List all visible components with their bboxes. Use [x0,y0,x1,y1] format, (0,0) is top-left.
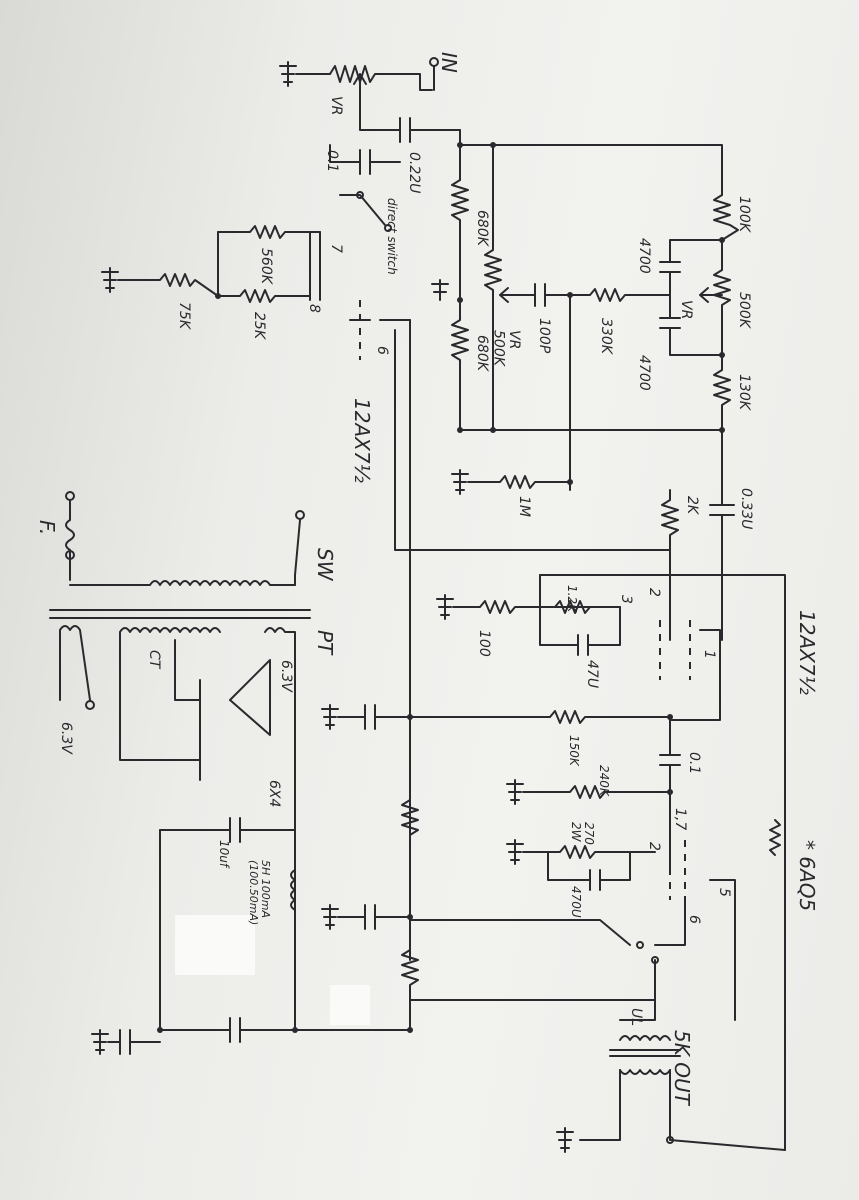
label-cap-022u: 0.22U [406,152,422,193]
label-v63-a: 6.3V [278,660,294,693]
label-pin6b: 6 [686,915,702,924]
power-supply [49,491,656,1055]
label-vr-tone: VR [678,300,694,319]
label-vr500k: 500K [736,292,752,330]
stage2-input [436,439,786,1151]
label-fuse: F. [35,520,59,535]
label-sw: SW [313,548,337,582]
label-tube3: * 6AQ5 [795,840,819,911]
label-c47u: 47U [584,660,600,688]
label-rect: 6X4 [266,780,282,807]
label-r25k: 25K [251,312,267,341]
power-jack-icon [65,491,75,501]
label-tube1: 12AX7½ [350,398,374,484]
label-c4700-b: 4700 [636,355,652,391]
label-direct-switch: direct switch [385,198,399,275]
label-ct: CT [146,650,162,670]
label-pin3: 3 [618,595,634,604]
label-pin8: 8 [306,304,322,313]
label-pin6: 6 [374,346,390,355]
label-pin2: 2 [646,588,662,597]
label-c4700-a: 4700 [636,238,652,274]
label-ul: UL [628,1008,644,1026]
label-r130k: 130K [736,374,752,412]
label-c01b: 0.1 [686,752,702,774]
label-r100: 100 [476,630,492,657]
label-c470u: 470U [569,886,583,918]
label-r680k-b: 680K [474,335,490,373]
correction-patch [330,985,370,1025]
correction-patch [175,915,255,975]
label-pin2b: 2 [646,842,662,851]
label-r150k: 150K [567,735,581,767]
label-r270-2w: 2702W [569,822,596,845]
input-section [101,57,723,961]
label-c10uf: 10uf [217,840,231,869]
tone-stack [431,144,739,491]
output-stage [321,704,786,1153]
label-vr-input: VR [328,96,344,115]
label-tube2: 12AX7½ [795,610,819,696]
label-r100k: 100K [736,196,752,234]
label-v63-b: 6.3V [58,722,74,755]
input-volume-pot [329,65,433,91]
label-r560k: 560K [258,248,274,286]
label-r680k-a: 680K [474,210,490,248]
label-r75k: 75K [176,302,192,331]
label-pin5: 5 [716,888,732,897]
label-r2k: 2K [684,496,700,516]
label-r1m: 1M [516,496,532,517]
labels: IN VR 0.1 0.22U direct switch 7 8 6 560K… [35,52,819,1107]
label-choke: 5H 100mA(100.50mA) [247,860,272,925]
label-pin1: 1 [701,650,717,659]
input-jack-icon [429,57,439,67]
label-in: IN [437,52,461,73]
label-pin17: 1,7 [672,808,688,830]
label-pt: PT [313,630,337,656]
label-r330k: 330K [598,318,614,356]
junction-dots [215,142,725,795]
label-c100p: 100P [536,318,552,354]
label-pin7: 7 [328,244,344,253]
label-cap-01: 0.1 [324,150,340,172]
ground-symbol [279,61,297,87]
label-r12k: 1.2K [565,585,579,613]
label-out: 5K OUT [670,1030,694,1107]
pt-core [49,609,311,619]
label-r240k: 240K [597,765,611,797]
label-vr500k-tone: VR500K [491,330,522,368]
label-c033u: 0.33U [738,488,754,529]
